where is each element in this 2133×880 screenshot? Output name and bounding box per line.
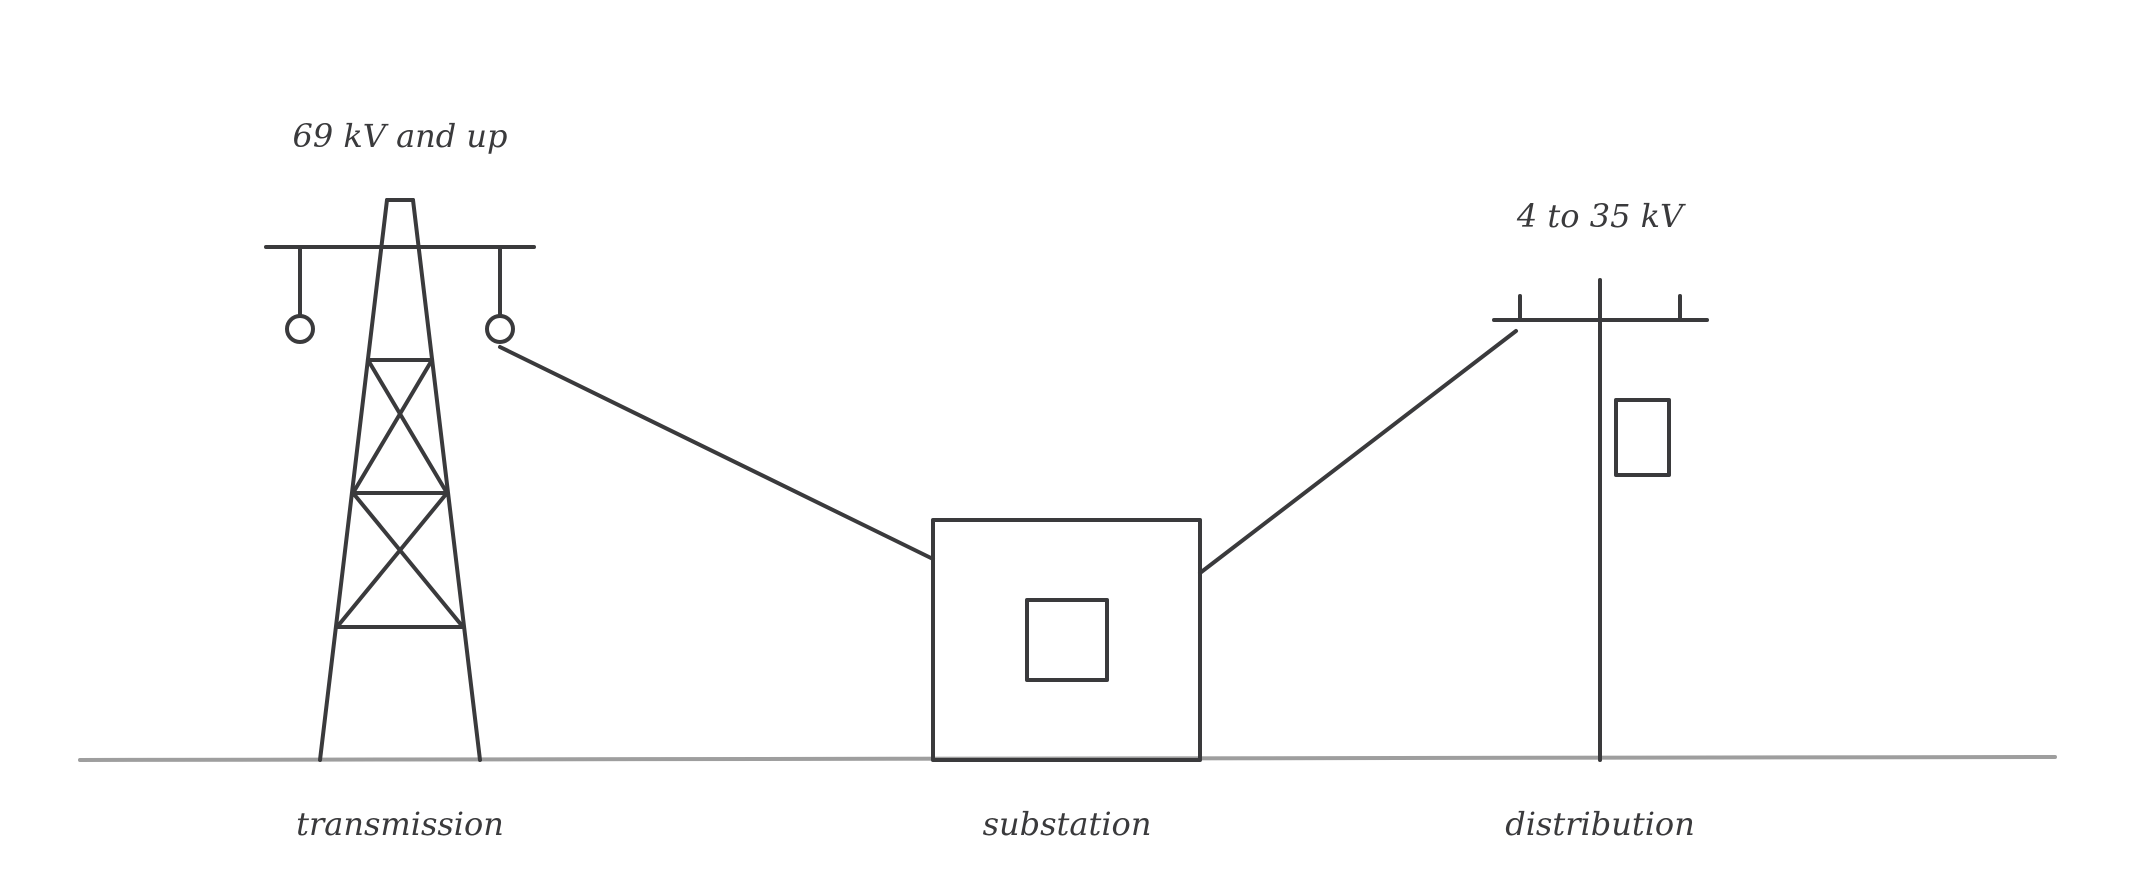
distribution-line bbox=[1198, 329, 1518, 575]
tower-cross-lower-a bbox=[351, 491, 465, 629]
tower-cross-upper-a bbox=[366, 358, 449, 495]
substation-icon bbox=[931, 518, 1202, 762]
transmission-tower-icon bbox=[264, 198, 536, 762]
tower-cross-lower-b bbox=[335, 491, 449, 629]
insulator-left bbox=[285, 314, 315, 344]
tower-right-leg bbox=[411, 198, 482, 762]
tower-left-leg bbox=[318, 198, 389, 762]
transmission-voltage-label: 69 kV and up bbox=[293, 117, 508, 155]
distribution-voltage-label: 4 to 35 kV bbox=[1516, 197, 1686, 235]
distribution-label: distribution bbox=[1505, 805, 1695, 843]
substation-label: substation bbox=[983, 805, 1152, 843]
transmission-label: transmission bbox=[296, 805, 504, 843]
substation-transformer bbox=[1025, 598, 1109, 682]
pole-transformer bbox=[1614, 398, 1671, 477]
transmission-line bbox=[498, 345, 935, 561]
substation-housing bbox=[931, 518, 1202, 762]
tower-cross-upper-b bbox=[351, 358, 434, 495]
insulator-right bbox=[485, 314, 515, 344]
distribution-pole-icon bbox=[1492, 278, 1709, 762]
